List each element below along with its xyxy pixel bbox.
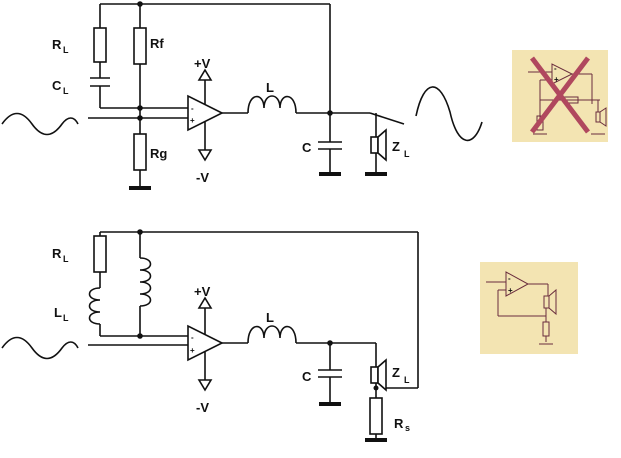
speaker-bottom — [370, 366, 379, 384]
label-vminus-top: -V — [196, 170, 209, 185]
cross-mark-b — [530, 56, 590, 134]
thumb-bad-plus: + — [554, 75, 559, 84]
bottom-junctions — [137, 229, 379, 391]
resistor-rf — [133, 27, 147, 65]
thumb-good-plus: + — [508, 286, 513, 295]
label-opamp-minus-bottom: - — [191, 333, 194, 342]
label-opamp-plus-top: + — [190, 116, 195, 125]
vminus-arrow-bottom — [197, 379, 213, 392]
output-sine-wave — [415, 86, 483, 142]
label-opamp-minus-top: - — [191, 104, 194, 113]
label-cl-top-sub: L — [63, 86, 69, 96]
label-inductor-top: L — [266, 80, 274, 95]
label-ll-sub: L — [63, 313, 69, 323]
label-rs-sub: s — [405, 423, 410, 433]
label-vplus-bottom: +V — [194, 284, 211, 299]
label-rl-top: R — [52, 37, 62, 52]
label-rl-bottom: R — [52, 246, 62, 261]
inductor-bottom — [247, 325, 297, 344]
label-zl-top: Z — [392, 139, 400, 154]
resistor-rl — [93, 27, 107, 63]
thumb-good-minus: - — [508, 274, 511, 283]
top-junctions — [137, 1, 333, 121]
vminus-arrow-top — [197, 149, 213, 162]
label-cap-bottom: C — [302, 369, 312, 384]
label-vplus-top: +V — [194, 56, 211, 71]
label-rl-bottom-sub: L — [63, 254, 69, 264]
label-opamp-plus-bottom: + — [190, 346, 195, 355]
bottom-circuit — [1, 231, 419, 442]
label-rg: Rg — [150, 146, 167, 161]
label-rf: Rf — [150, 36, 164, 51]
label-zl-top-sub: L — [404, 149, 410, 159]
label-zl-bottom-sub: L — [404, 375, 410, 385]
top-circuit — [1, 3, 483, 190]
op-amp-bottom — [187, 324, 224, 362]
label-vminus-bottom: -V — [196, 400, 209, 415]
thumb-bad-minus: - — [554, 64, 557, 73]
label-rs: R — [394, 416, 404, 431]
op-amp-top — [187, 94, 224, 132]
input-sine-wave-bottom — [1, 336, 79, 360]
vplus-arrow-top — [197, 68, 213, 81]
label-cap-top: C — [302, 140, 312, 155]
inductor-ll — [88, 287, 101, 325]
resistor-rg — [133, 133, 147, 171]
label-ll: L — [54, 305, 62, 320]
thumbnail-accepted: - + — [480, 262, 578, 354]
speaker-top — [370, 136, 379, 154]
label-cl-top: C — [52, 78, 62, 93]
input-sine-wave — [1, 112, 79, 136]
resistor-rs — [369, 397, 383, 435]
label-rl-top-sub: L — [63, 45, 69, 55]
vplus-arrow-bottom — [197, 296, 213, 309]
label-inductor-bottom: L — [266, 310, 274, 325]
thumbnail-rejected: - + — [512, 50, 608, 142]
label-zl-bottom: Z — [392, 365, 400, 380]
inductor-top — [247, 95, 297, 114]
resistor-rl-bottom — [93, 235, 107, 273]
inductor-feedback — [139, 257, 152, 307]
